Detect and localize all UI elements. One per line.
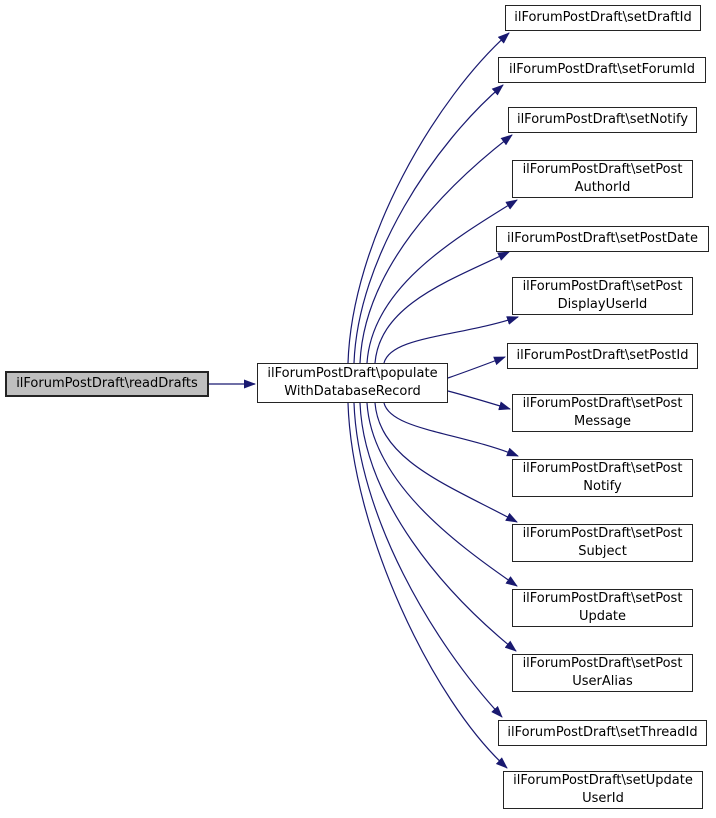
node-set-post-update[interactable]: ilForumPostDraft\setPost Update — [512, 589, 693, 627]
edge-hub-to-set-post-date — [374, 251, 510, 364]
edge-hub-to-set-post-id — [447, 356, 506, 379]
node-populate-with-database-record[interactable]: ilForumPostDraft\populate WithDatabaseRe… — [257, 363, 448, 403]
node-set-forum-id[interactable]: ilForumPostDraft\setForumId — [498, 57, 706, 83]
node-read-drafts[interactable]: ilForumPostDraft\readDrafts — [5, 371, 209, 397]
edge-hub-to-set-post-notify — [383, 402, 519, 457]
node-set-post-subject[interactable]: ilForumPostDraft\setPost Subject — [512, 524, 693, 562]
edge-hub-to-set-notify — [359, 134, 513, 364]
edge-hub-to-set-post-update — [366, 402, 518, 587]
node-set-update-user-id[interactable]: ilForumPostDraft\setUpdate UserId — [503, 771, 703, 809]
edge-hub-to-set-post-user-alias — [359, 402, 517, 652]
edge-hub-to-set-draft-id — [347, 32, 510, 364]
node-set-notify[interactable]: ilForumPostDraft\setNotify — [508, 107, 697, 133]
node-set-post-display-user-id[interactable]: ilForumPostDraft\setPost DisplayUserId — [512, 277, 693, 315]
node-set-post-user-alias[interactable]: ilForumPostDraft\setPost UserAlias — [512, 654, 693, 692]
edge-hub-to-set-post-message — [447, 390, 511, 411]
node-set-post-date[interactable]: ilForumPostDraft\setPostDate — [496, 226, 709, 252]
node-set-post-message[interactable]: ilForumPostDraft\setPost Message — [512, 394, 693, 432]
node-set-draft-id[interactable]: ilForumPostDraft\setDraftId — [505, 5, 701, 31]
edge-hub-to-set-post-author-id — [366, 199, 518, 364]
edge-hub-to-set-post-subject — [374, 402, 518, 523]
edge-hub-to-set-post-display-user-id — [383, 316, 519, 364]
edge-hub-to-set-update-user-id — [347, 402, 508, 769]
edge-hub-to-set-forum-id — [353, 84, 504, 364]
node-set-thread-id[interactable]: ilForumPostDraft\setThreadId — [498, 720, 707, 746]
edge-hub-to-set-thread-id — [353, 402, 503, 718]
node-set-post-author-id[interactable]: ilForumPostDraft\setPost AuthorId — [512, 160, 693, 198]
node-set-post-notify[interactable]: ilForumPostDraft\setPost Notify — [512, 459, 693, 497]
node-set-post-id[interactable]: ilForumPostDraft\setPostId — [507, 343, 698, 369]
